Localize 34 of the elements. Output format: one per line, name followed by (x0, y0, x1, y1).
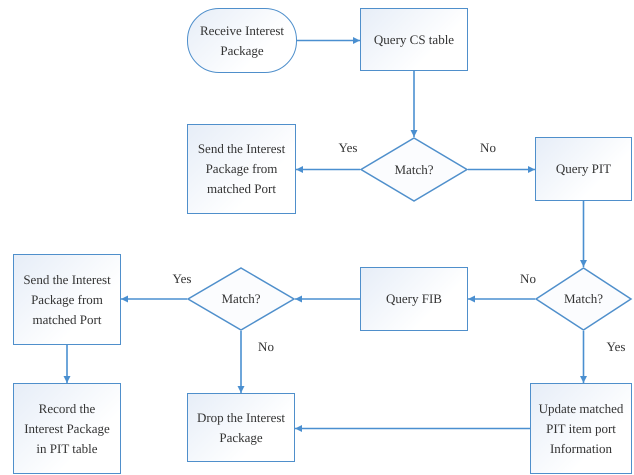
arrow (580, 201, 587, 267)
arrow (468, 296, 535, 302)
arrow (297, 37, 360, 44)
process-box (187, 124, 296, 214)
node-text: Receive Interest Package (198, 22, 286, 60)
node-text: Match? (564, 290, 603, 308)
arrow (580, 331, 587, 383)
node-text: Query FIB (386, 290, 442, 308)
process-box (535, 137, 632, 201)
node-text: Query PIT (556, 160, 612, 178)
decision-diamond (535, 267, 632, 331)
arrow (238, 331, 244, 393)
process-box (360, 8, 468, 71)
node-text: Query CS table (374, 30, 454, 49)
arrow (295, 425, 530, 432)
arrow (121, 296, 187, 302)
process-box (13, 383, 121, 474)
process-box (13, 254, 121, 345)
decision-diamond (360, 137, 468, 202)
node-text: Match? (222, 290, 260, 308)
arrow (295, 296, 360, 302)
node-text: Drop the Interest Package (196, 408, 286, 447)
process-box (187, 393, 295, 462)
arrow (410, 71, 418, 137)
node-text: Record the Interest Package in PIT table (23, 400, 111, 458)
node-text: Send the Interest Package from matched Port (196, 140, 286, 198)
arrow (64, 345, 70, 383)
process-box (530, 383, 632, 474)
arrow (468, 166, 535, 173)
node-text: Send the Interest Package from matched Port (22, 270, 112, 328)
process-box (360, 267, 468, 331)
node-text: Match? (394, 160, 434, 178)
arrow (296, 166, 360, 173)
node-text: Update matched PIT item port Information (538, 400, 624, 458)
